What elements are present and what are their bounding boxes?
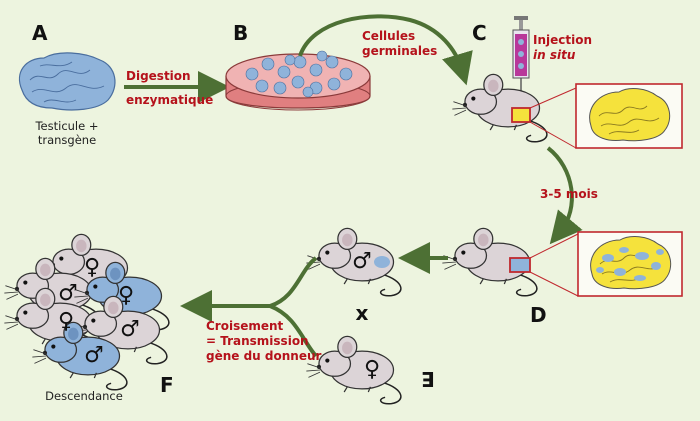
founder-male-mouse [305,227,402,297]
petri-dish [225,50,371,111]
wildtype-female-mouse [305,335,402,405]
arrow-b-to-c [298,14,473,86]
label-digestion-1: Digestion [126,69,191,83]
zoom-line-c2 [529,121,577,149]
zoom-line-d2 [529,271,579,297]
step-letter-a: A [32,21,48,45]
label-cellules-2: germinales [362,44,437,58]
step-letter-d: D [530,303,547,327]
female-symbol-f1: ♀ [84,255,100,280]
zoom-line-c1 [529,87,577,109]
step-letter-e: E [421,367,435,391]
label-croisement-1: Croisement [206,319,284,333]
female-symbol-f3: ♀ [118,283,134,308]
label-croisement-2: = Transmission [206,334,309,348]
label-cellules-1: Cellules [362,29,415,43]
injection-site-c [511,107,531,123]
syringe [512,16,530,106]
label-digestion-2: enzymatique [126,93,213,107]
testis-colonised [590,236,672,290]
label-injection-2: in situ [533,48,576,62]
arrow-c-to-d [546,146,583,245]
step-letter-c: C [472,21,487,45]
female-symbol-f4: ♀ [58,309,74,334]
male-symbol-f6: ♂ [84,343,104,368]
arrow-cross-upper [210,256,318,308]
step-letter-f: F [160,373,174,397]
step-letter-b: B [233,21,248,45]
label-injection-1: Injection [533,33,592,47]
female-symbol-e: ♀ [364,357,380,382]
label-testicule-2: transgène [38,133,96,147]
arrow-cross-lower [269,304,318,358]
zoom-line-d1 [529,233,579,259]
label-descendance: Descendance [45,389,123,403]
male-symbol-f5: ♂ [120,317,140,342]
testis-yellow [589,88,671,142]
testis-tissue [18,52,116,111]
colonised-site-d [509,257,531,273]
male-symbol-f2: ♂ [58,281,78,306]
cross-symbol: x [356,301,369,325]
male-symbol-founder: ♂ [352,249,372,274]
label-duration: 3-5 mois [540,187,598,201]
label-croisement-3: gène du donneur [206,349,322,363]
label-testicule-1: Testicule + [34,119,98,133]
recipient-mouse-c [451,73,548,143]
